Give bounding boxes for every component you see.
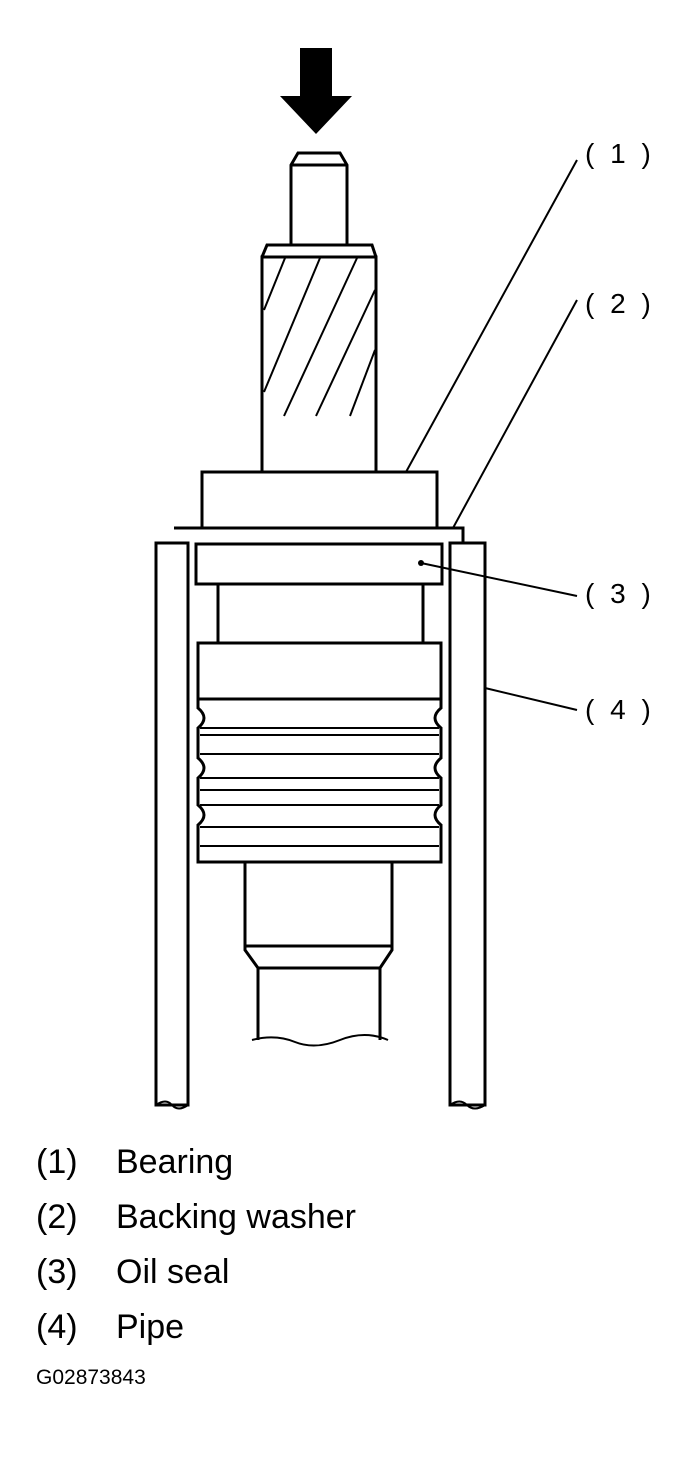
legend-item: (2) Backing washer (36, 1190, 356, 1245)
pipe-left-wall (154, 541, 190, 1107)
legend-number: (4) (36, 1308, 78, 1346)
housing-upper (196, 641, 443, 701)
legend: (1) Bearing (2) Backing washer (3) Oil s… (36, 1135, 356, 1355)
lower-shaft (243, 862, 394, 1040)
pipe-right-wall (448, 541, 487, 1107)
legend-number: (2) (36, 1198, 78, 1236)
oil-seal (194, 542, 444, 586)
housing-grooves (196, 699, 443, 864)
bearing (200, 470, 439, 530)
legend-label: Backing washer (116, 1198, 357, 1236)
legend-item: (4) Pipe (36, 1300, 356, 1355)
callout-2: ( 2 ) (585, 288, 655, 319)
callout-1: ( 1 ) (585, 138, 655, 169)
legend-number: (1) (36, 1143, 78, 1181)
legend-item: (1) Bearing (36, 1135, 356, 1190)
legend-label: Oil seal (116, 1253, 230, 1291)
figure-code: G02873843 (36, 1366, 146, 1389)
callout-3: ( 3 ) (585, 578, 655, 609)
press-arrow-icon (280, 48, 352, 134)
legend-number: (3) (36, 1253, 78, 1291)
splined-shaft (260, 255, 378, 474)
shaft-tip (289, 151, 349, 245)
backing-washer (174, 526, 465, 545)
callout-4: ( 4 ) (585, 694, 655, 725)
shaft-shoulder (260, 243, 378, 258)
shaft-break-line (251, 1034, 389, 1047)
leader-lines (405, 159, 578, 711)
legend-label: Pipe (116, 1308, 185, 1346)
legend-label: Bearing (116, 1143, 234, 1181)
legend-item: (3) Oil seal (36, 1245, 356, 1300)
bearing-press-diagram (154, 48, 578, 1110)
spline-hatching (263, 257, 376, 417)
